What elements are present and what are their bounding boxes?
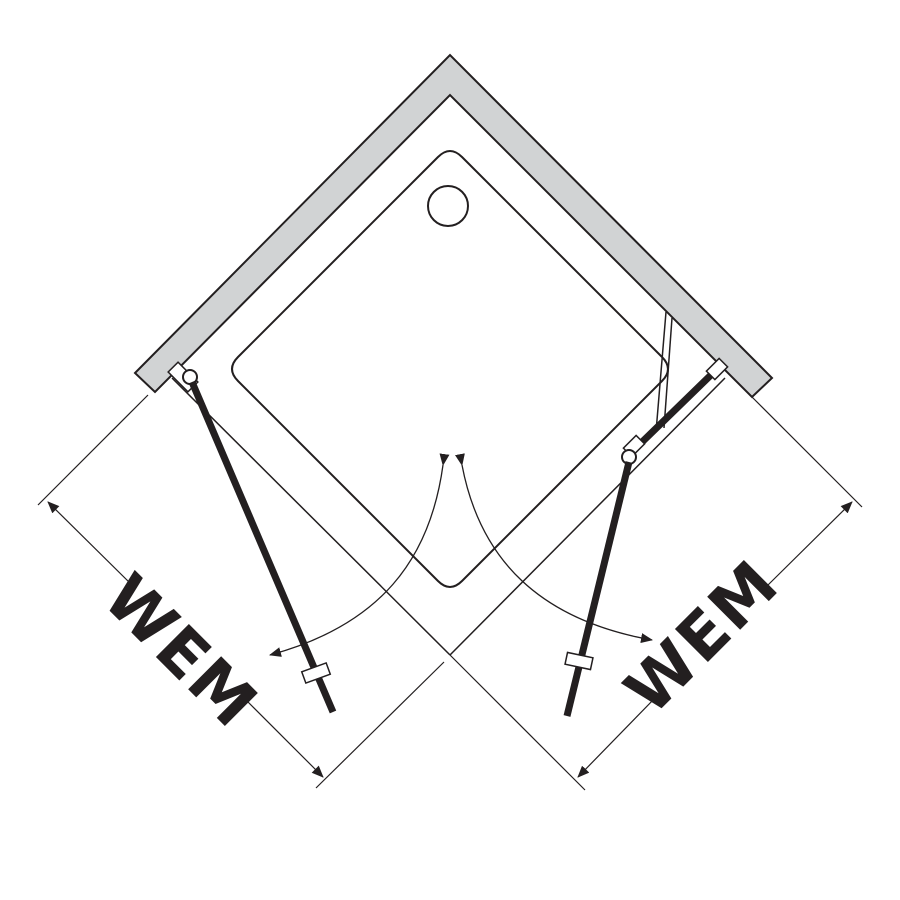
enclosure-left-edge xyxy=(171,377,451,656)
right-dimension-arrow-icon-end xyxy=(577,696,657,778)
right-fixed-rail-inner xyxy=(663,317,673,429)
right-extension-line-bottom xyxy=(449,654,586,791)
right-hinge-icon xyxy=(621,449,637,465)
right-dimension-arrow-icon xyxy=(767,501,853,586)
left-extension-line-top xyxy=(37,394,149,506)
left-extension-line-bottom xyxy=(315,661,445,789)
left-dimension-label: WEM xyxy=(89,561,271,743)
left-door-handle xyxy=(300,661,332,685)
right-extension-line-top xyxy=(751,396,863,508)
right-swing-arrow-icon xyxy=(455,453,653,643)
right-wall-bracket xyxy=(705,357,729,381)
right-fixed-rail-outer xyxy=(655,311,667,433)
right-door-handle xyxy=(564,651,594,671)
left-dimension-arrow-icon-end xyxy=(245,699,324,778)
left-swing-arrow-icon xyxy=(269,453,450,657)
right-fixed-panel xyxy=(637,370,716,447)
drain-icon xyxy=(427,185,469,227)
left-dimension-arrow-icon xyxy=(47,501,133,586)
left-door-panel xyxy=(188,380,337,714)
